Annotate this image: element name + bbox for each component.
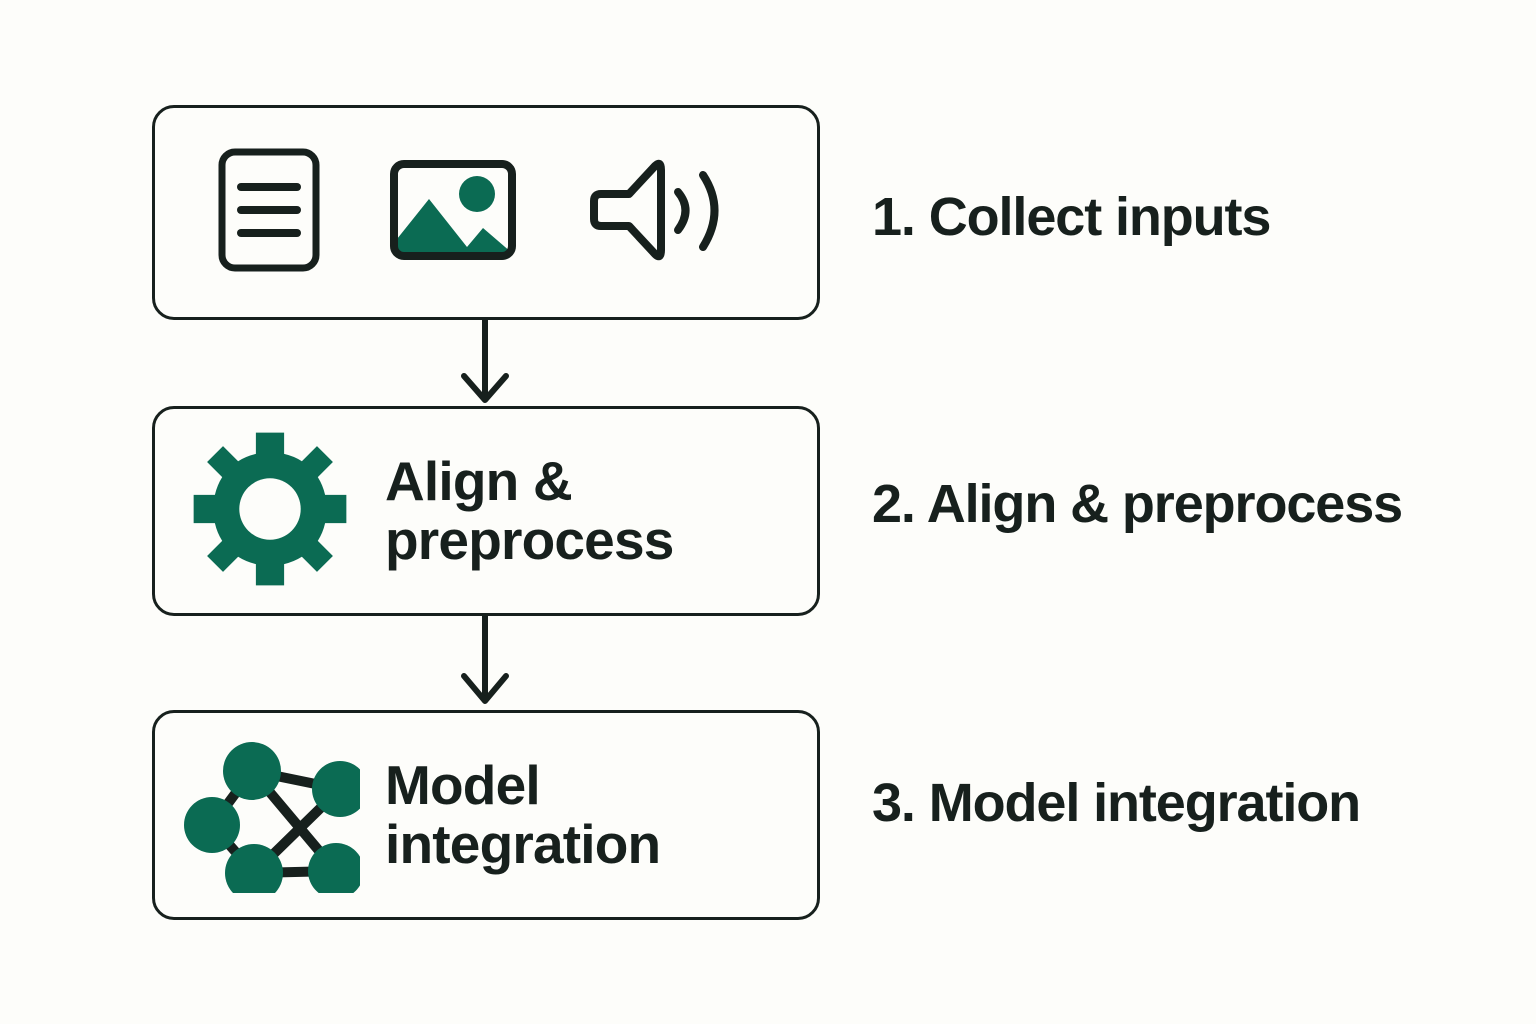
step-2-box-label: Align & preprocess [385, 449, 674, 571]
arrow-step1-to-step2 [452, 318, 518, 410]
image-icon [385, 155, 521, 270]
network-icon-slot [155, 733, 385, 902]
step-caption-2: 2. Align & preprocess [872, 474, 1403, 534]
step-2-content: Align & preprocess [155, 409, 817, 613]
step-3-content: Model integration [155, 713, 817, 917]
network-graph-icon [180, 733, 368, 902]
step-box-align-preprocess[interactable]: Align & preprocess [152, 406, 820, 616]
step-box-collect-inputs[interactable] [152, 105, 820, 320]
input-modality-icons [155, 147, 725, 278]
gear-icon-slot [155, 426, 385, 597]
step-caption-3: 3. Model integration [872, 773, 1361, 833]
arrow-step2-to-step3 [452, 614, 518, 712]
document-icon [217, 147, 321, 278]
step-1-content [155, 108, 817, 317]
step-3-box-label: Model integration [385, 753, 661, 875]
step-caption-1: 1. Collect inputs [872, 187, 1271, 247]
audio-speaker-icon [585, 154, 725, 271]
gear-icon [187, 426, 353, 597]
step-box-model-integration[interactable]: Model integration [152, 710, 820, 920]
